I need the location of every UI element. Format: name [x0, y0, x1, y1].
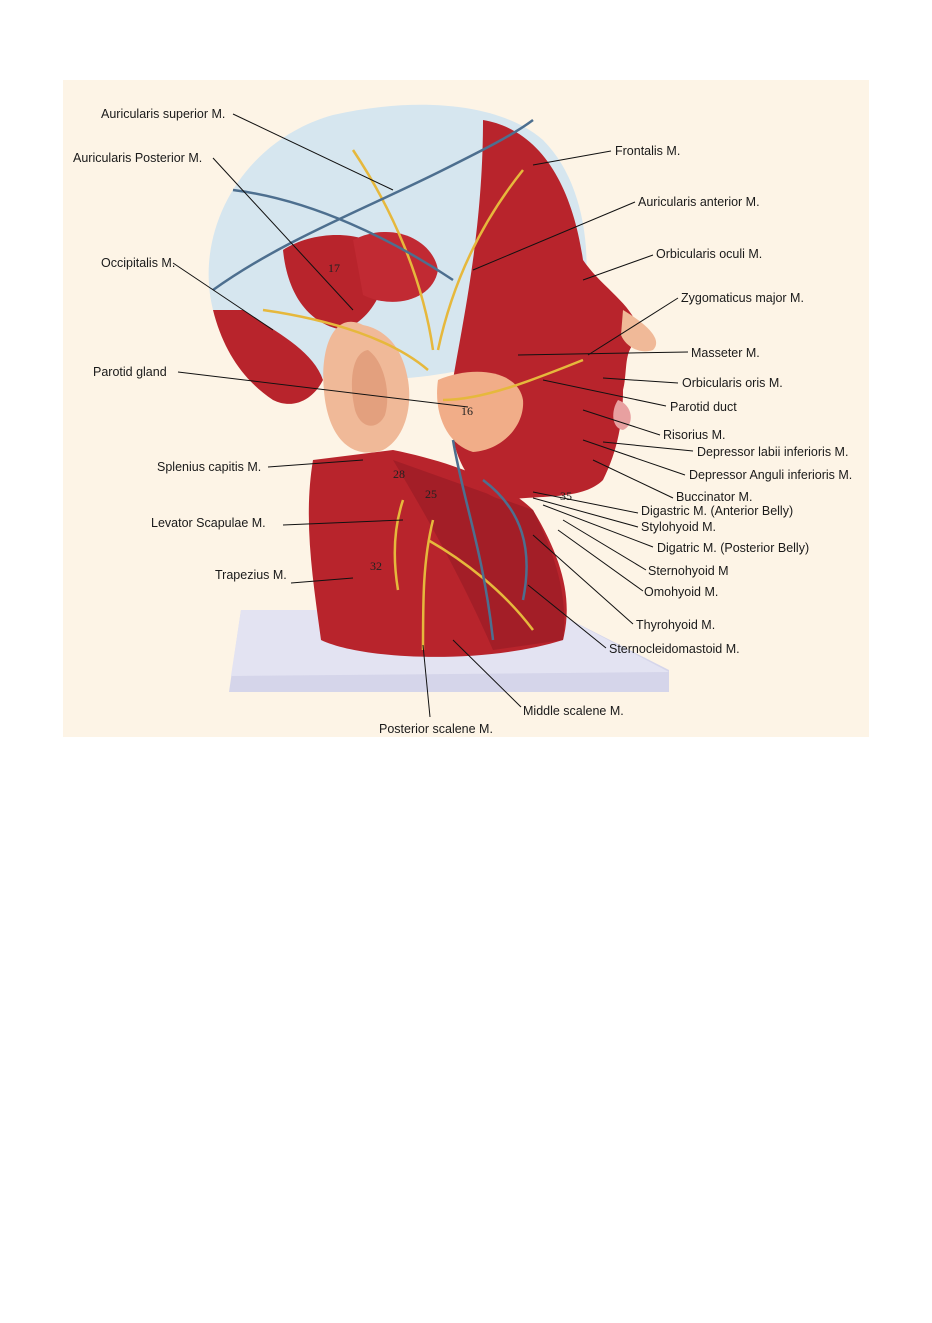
- lip: [613, 400, 631, 430]
- label-orbicularis-oris: Orbicularis oris M.: [682, 376, 783, 390]
- label-sternohyoid: Sternohyoid M: [648, 564, 729, 578]
- label-trapezius: Trapezius M.: [215, 568, 287, 582]
- label-digastric-posterior: Digatric M. (Posterior Belly): [657, 541, 809, 555]
- label-splenius-capitis: Splenius capitis M.: [157, 460, 261, 474]
- label-frontalis: Frontalis M.: [615, 144, 680, 158]
- label-levator-scapulae: Levator Scapulae M.: [151, 516, 266, 530]
- parotid-gland-shape: [437, 371, 524, 452]
- label-risorius: Risorius M.: [663, 428, 726, 442]
- label-sternocleidomastoid: Sternocleidomastoid M.: [609, 642, 740, 656]
- veins: [212, 118, 534, 641]
- label-thyrohyoid: Thyrohyoid M.: [636, 618, 715, 632]
- ear-inner: [351, 350, 388, 426]
- label-auricularis-anterior: Auricularis anterior M.: [638, 195, 760, 209]
- label-parotid-duct: Parotid duct: [670, 400, 737, 414]
- label-parotid-gland: Parotid gland: [93, 365, 167, 379]
- nose-tip: [621, 310, 657, 352]
- label-zygomaticus-major: Zygomaticus major M.: [681, 291, 804, 305]
- occipitalis-muscle: [213, 310, 323, 404]
- model-number-16: 16: [461, 404, 473, 418]
- label-omohyoid: Omohyoid M.: [644, 585, 718, 599]
- model-number-32: 32: [370, 559, 382, 573]
- nerves: [262, 149, 584, 651]
- label-digastric-anterior: Digastric M. (Anterior Belly): [641, 504, 793, 518]
- model-number-17: 17: [328, 261, 340, 275]
- anatomy-figure: 16 17 25 35 28 32 Auricularis superior: [63, 80, 869, 737]
- label-auricularis-posterior: Auricularis Posterior M.: [73, 151, 202, 165]
- label-orbicularis-oculi: Orbicularis oculi M.: [656, 247, 762, 261]
- label-stylohyoid: Stylohyoid M.: [641, 520, 716, 534]
- label-occipitalis: Occipitalis M.: [101, 256, 175, 270]
- label-buccinator: Buccinator M.: [676, 490, 752, 504]
- label-depressor-anguli: Depressor Anguli inferioris M.: [689, 468, 852, 482]
- head-neck-muscle-model: 16 17 25 35 28 32 Auricularis superior: [73, 104, 852, 736]
- label-depressor-labii: Depressor labii inferioris M.: [697, 445, 848, 459]
- model-number-28: 28: [393, 467, 405, 481]
- label-posterior-scalene: Posterior scalene M.: [379, 722, 493, 736]
- model-number-35: 35: [560, 489, 572, 503]
- label-middle-scalene: Middle scalene M.: [523, 704, 624, 718]
- model-number-25: 25: [425, 487, 437, 501]
- label-masseter: Masseter M.: [691, 346, 760, 360]
- label-auricularis-superior: Auricularis superior M.: [101, 107, 225, 121]
- leader-lines: [172, 113, 694, 718]
